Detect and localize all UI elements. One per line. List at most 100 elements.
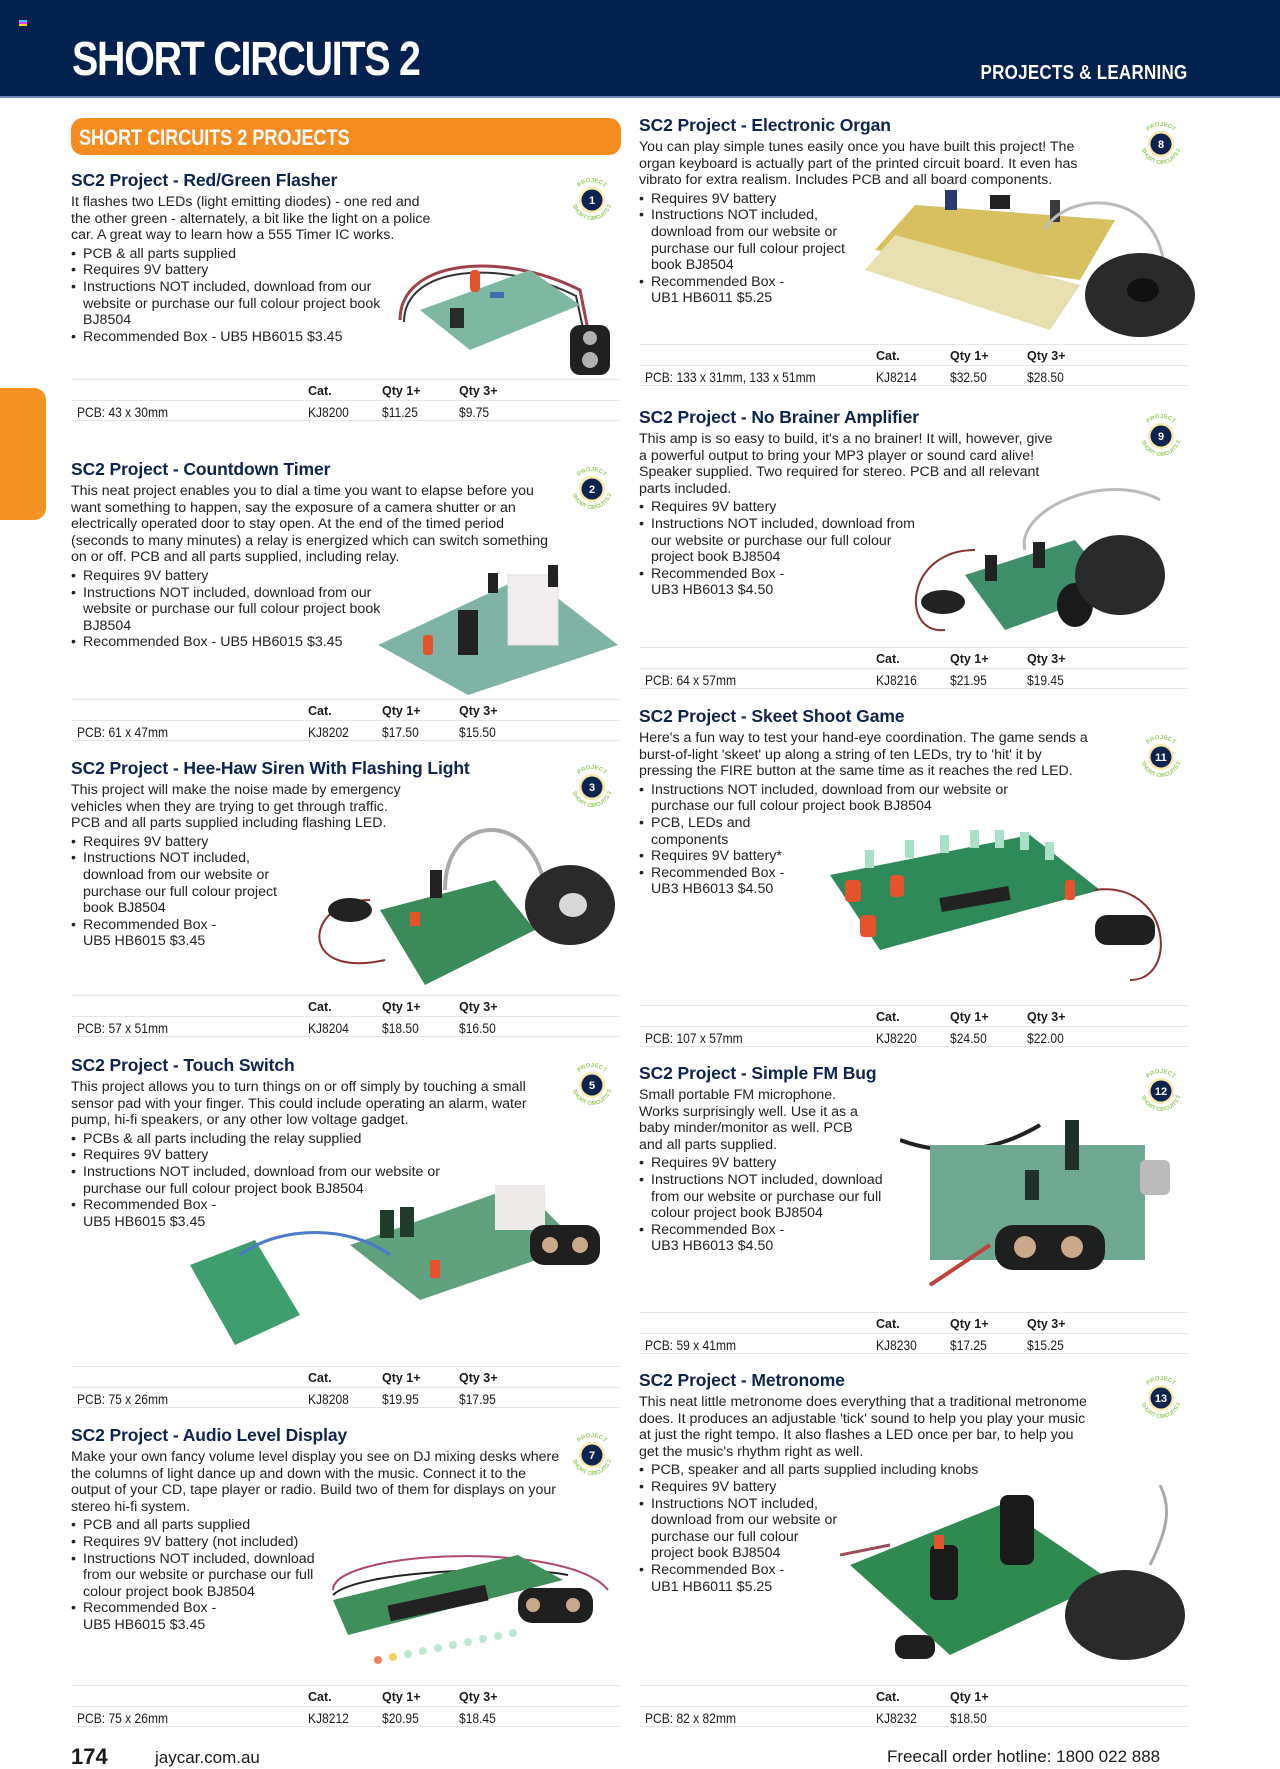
cat-number[interactable]: KJ8220 [876,1030,917,1046]
cat-header: Cat. [308,704,332,718]
pcb-size: PCB: 43 x 30mm [77,404,169,420]
feature-item: PCB, speaker and all parts supplied incl… [639,1462,1099,1479]
product-title[interactable]: SC2 Project - Hee-Haw Siren With Flashin… [71,758,470,778]
project-badge-icon: PROJECT SHORT CIRCUITS 2 5 [565,1058,619,1112]
cat-header: Cat. [308,384,332,398]
qty1-header: Qty 1+ [382,704,421,718]
price-qty3: $15.25 [1027,1337,1064,1353]
flag-icon [19,20,27,26]
spec-row: PCB: 107 x 57mm KJ8220 $24.50 $22.00 [639,1026,1187,1047]
product-title[interactable]: SC2 Project - Touch Switch [71,1055,295,1075]
svg-text:8: 8 [1158,139,1164,151]
qty3-header: Qty 3+ [1027,349,1066,363]
product-title[interactable]: SC2 Project - Electronic Organ [639,115,891,135]
qty1-header: Qty 1+ [950,1690,989,1704]
svg-text:PROJECT: PROJECT [1146,1376,1177,1387]
cat-number[interactable]: KJ8230 [876,1337,917,1353]
hotline-text: Freecall order hotline: 1800 022 888 [887,1747,1161,1766]
cat-number[interactable]: KJ8214 [876,369,917,385]
cat-number[interactable]: KJ8232 [876,1710,917,1726]
product-title[interactable]: SC2 Project - Audio Level Display [71,1425,348,1445]
qty1-header: Qty 1+ [950,1317,989,1331]
pcb-size: PCB: 64 x 57mm [645,672,737,688]
feature-item: Instructions NOT included, download from… [639,1496,844,1562]
product-photo-kj8202 [378,565,618,695]
product-electronic-organ: SC2 Project - Electronic Organ You can p… [639,115,1099,307]
price-qty3: $22.00 [1027,1030,1064,1046]
cat-number[interactable]: KJ8216 [876,672,917,688]
svg-text:PROJECT: PROJECT [577,467,608,478]
spec-row: PCB: 75 x 26mm KJ8212 $20.95 $18.45 [71,1706,619,1727]
product-features: PCB and all parts supplied Requires 9V b… [71,1517,571,1633]
pcb-size: PCB: 57 x 51mm [77,1020,169,1036]
cat-number[interactable]: KJ8204 [308,1020,349,1036]
feature-item: Requires 9V battery (not included) [71,1534,571,1551]
feature-item: Requires 9V battery [639,191,1099,208]
project-badge-icon: PROJECT SHORT CIRCUITS 2 9 [1134,409,1188,463]
product-description: Small portable FM microphone. Works surp… [639,1087,858,1153]
svg-text:PROJECT: PROJECT [577,1433,608,1444]
product-title[interactable]: SC2 Project - No Brainer Amplifier [639,407,919,427]
product-title[interactable]: SC2 Project - Metronome [639,1370,845,1390]
feature-item: Recommended Box - UB1 HB6011 $5.25 [639,274,799,307]
feature-item: PCB, LEDs and components [639,815,754,848]
price-qty1: $20.95 [382,1710,419,1726]
spec-header-row: Cat. Qty 1+ Qty 3+ [71,699,619,720]
product-features: Requires 9V battery Instructions NOT inc… [639,191,1099,307]
pcb-size: PCB: 61 x 47mm [77,724,169,740]
feature-item: Instructions NOT included, download from… [71,279,421,329]
website-link[interactable]: jaycar.com.au [155,1748,260,1767]
pcb-size: PCB: 59 x 41mm [645,1337,737,1353]
spec-table: Cat. Qty 1+ Qty 3+ PCB: 133 x 31mm, 133 … [639,344,1187,386]
qty1-header: Qty 1+ [382,384,421,398]
project-badge-icon: PROJECT SHORT CIRCUITS 2 3 [565,760,619,814]
project-badge-icon: PROJECT SHORT CIRCUITS 2 12 [1134,1064,1188,1118]
feature-item: Recommended Box - UB5 HB6015 $3.45 [71,917,231,950]
feature-item: Recommended Box - UB5 HB6015 $3.45 [71,1197,231,1230]
spec-header-row: Cat. Qty 1+ Qty 3+ [639,344,1187,365]
svg-text:1: 1 [589,195,595,207]
cat-number[interactable]: KJ8212 [308,1710,349,1726]
price-qty1: $17.25 [950,1337,987,1353]
feature-item: Instructions NOT included, download from… [71,585,381,635]
svg-text:3: 3 [589,782,595,794]
page-header: SHORT CIRCUITS 2 PROJECTS & LEARNING [0,0,1280,98]
spec-header-row: Cat. Qty 1+ Qty 3+ [71,1366,619,1387]
svg-text:2: 2 [589,484,595,496]
spec-table: Cat. Qty 1+ Qty 3+ PCB: 107 x 57mm KJ822… [639,1005,1187,1047]
svg-text:11: 11 [1155,752,1167,764]
feature-item: Requires 9V battery [71,834,561,851]
product-simple-fm-bug: SC2 Project - Simple FM Bug Small portab… [639,1063,899,1255]
product-title[interactable]: SC2 Project - Simple FM Bug [639,1063,877,1083]
cat-header: Cat. [876,349,900,363]
cat-number[interactable]: KJ8208 [308,1391,349,1407]
spec-table: Cat. Qty 1+ Qty 3+ PCB: 64 x 57mm KJ8216… [639,647,1187,689]
product-features: Instructions NOT included, download from… [639,782,1099,898]
product-title[interactable]: SC2 Project - Countdown Timer [71,459,331,479]
spec-table: Cat. Qty 1+ Qty 3+ PCB: 75 x 26mm KJ8212… [71,1685,619,1727]
qty1-header: Qty 1+ [950,652,989,666]
feature-item: Instructions NOT included, download from… [639,1172,884,1222]
pcb-size: PCB: 82 x 82mm [645,1710,737,1726]
spec-row: PCB: 61 x 47mm KJ8202 $17.50 $15.50 [71,720,619,741]
spec-table: Cat. Qty 1+ PCB: 82 x 82mm KJ8232 $18.50 [639,1685,1187,1727]
cat-number[interactable]: KJ8202 [308,724,349,740]
side-tab-marker [0,388,46,520]
spec-table: Cat. Qty 1+ Qty 3+ PCB: 61 x 47mm KJ8202… [71,699,619,741]
pcb-size: PCB: 107 x 57mm [645,1030,743,1046]
project-badge-icon: PROJECT SHORT CIRCUITS 2 11 [1134,730,1188,784]
spec-row: PCB: 57 x 51mm KJ8204 $18.50 $16.50 [71,1016,619,1037]
price-qty1: $17.50 [382,724,419,740]
feature-item: Requires 9V battery [639,499,1079,516]
product-title[interactable]: SC2 Project - Skeet Shoot Game [639,706,905,726]
spec-row: PCB: 82 x 82mm KJ8232 $18.50 [639,1706,1187,1727]
product-photo-kj8214 [865,190,1195,337]
spec-row: PCB: 59 x 41mm KJ8230 $17.25 $15.25 [639,1333,1187,1354]
page-number: 174 [71,1744,108,1769]
price-qty1: $24.50 [950,1030,987,1046]
cat-number[interactable]: KJ8200 [308,404,349,420]
project-badge-icon: PROJECT SHORT CIRCUITS 2 8 [1134,117,1188,171]
product-title[interactable]: SC2 Project - Red/Green Flasher [71,170,338,190]
feature-item: PCB & all parts supplied [71,246,451,263]
cat-header: Cat. [876,1010,900,1024]
